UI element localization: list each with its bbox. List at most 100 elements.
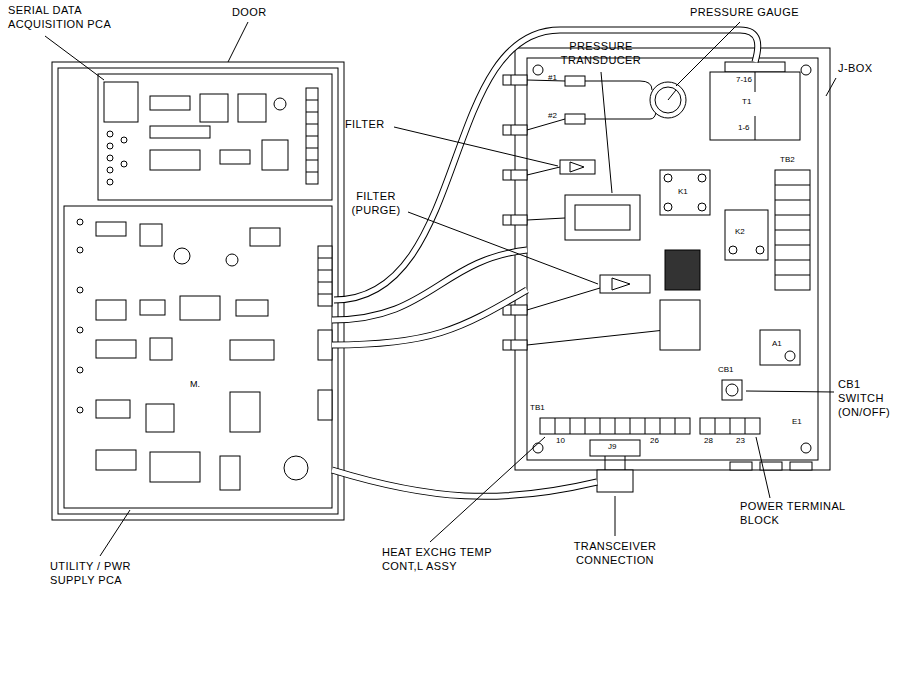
terminal-block: [540, 418, 760, 434]
callout-label: DOOR: [232, 6, 267, 20]
terminal-block: [660, 418, 661, 434]
cable: [334, 30, 758, 300]
terminal-block: [570, 418, 571, 434]
door-panel: [58, 68, 338, 514]
component-a1: [760, 330, 800, 365]
utility-power-pca: [180, 296, 220, 320]
utility-power-pca: [146, 404, 174, 432]
utility-power-pca: [236, 300, 268, 316]
serial-data-pca: [306, 112, 318, 113]
part-designator: #1: [548, 74, 557, 83]
terminal-block: [615, 418, 616, 434]
cable: [332, 30, 758, 496]
relay: [698, 174, 706, 182]
serial-data-pca: [107, 143, 113, 149]
junction-box: [515, 48, 830, 470]
serial-data-pca: [200, 94, 228, 122]
part-designator: K1: [678, 188, 688, 197]
utility-power-pca: [96, 300, 126, 320]
junction-box: [790, 462, 812, 470]
purge-filter: [612, 278, 630, 290]
serial-data-pca: [98, 74, 332, 200]
component-a1: [760, 330, 800, 365]
cable: [332, 470, 597, 496]
pressure-transducer: [565, 195, 640, 240]
tube-fitting: [503, 75, 527, 85]
tube-fitting: [503, 305, 527, 315]
purge-filter: [660, 300, 700, 350]
connector-j9: [605, 456, 606, 470]
utility-power-pca: [318, 270, 332, 271]
pressure-gauge: [668, 90, 676, 100]
utility-power-pca: [77, 367, 83, 373]
utility-power-pca: [77, 247, 83, 253]
purge-filter: [600, 250, 700, 350]
terminal-block: [715, 418, 716, 434]
terminal-block: [675, 418, 676, 434]
terminal-block: [730, 418, 731, 434]
callout-label: CB1 SWITCH (ON/OFF): [838, 378, 898, 419]
terminal-block: [555, 418, 556, 434]
relay: [664, 174, 672, 182]
junction-box: [801, 65, 811, 75]
utility-power-pca: [64, 206, 332, 508]
utility-power-pca: [77, 407, 83, 413]
part-designator: E1: [792, 418, 802, 427]
utility-power-pca: [318, 294, 332, 295]
tube-fitting: [565, 114, 585, 124]
serial-data-pca: [98, 74, 332, 200]
utility-power-pca: [226, 254, 238, 266]
junction-box: [533, 443, 543, 453]
callout-label: PRESSURE TRANSDUCER: [555, 40, 647, 68]
pressure-transducer: [575, 205, 630, 230]
serial-data-pca: [306, 160, 318, 161]
terminal-strip: [775, 170, 810, 290]
serial-data-pca: [306, 124, 318, 125]
transformer: [710, 72, 800, 140]
serial-data-pca: [107, 155, 113, 161]
tube-fitting: [503, 170, 527, 180]
utility-power-pca: [77, 219, 83, 225]
part-designator: K2: [735, 228, 745, 237]
tube-fitting: [511, 170, 512, 180]
serial-data-pca: [220, 150, 250, 164]
terminal-strip: [775, 230, 810, 231]
utility-power-pca: [64, 206, 332, 508]
serial-data-pca: [150, 126, 210, 138]
junction-box: [527, 58, 818, 460]
part-designator: J9: [608, 443, 616, 452]
junction-box: [730, 462, 752, 470]
terminal-strip: [775, 185, 810, 186]
cable: [332, 290, 527, 345]
pressure-gauge: [655, 87, 681, 113]
filter: [560, 160, 595, 174]
utility-power-pca: [140, 300, 165, 315]
serial-data-pca: [107, 167, 113, 173]
tube-fitting: [503, 75, 665, 350]
relay: [725, 210, 768, 260]
tube-fitting: [511, 75, 512, 85]
relay: [756, 246, 764, 254]
transformer: [755, 72, 756, 92]
utility-power-pca: [77, 287, 83, 293]
tube-fitting: [511, 305, 512, 315]
connector-j9: [597, 470, 633, 492]
serial-data-pca: [104, 82, 138, 122]
connector-j9: [590, 440, 640, 456]
pressure-gauge: [650, 82, 686, 118]
tube-fitting: [503, 340, 527, 350]
utility-power-pca: [150, 338, 172, 360]
pressure-gauge: [650, 82, 686, 118]
terminal-block: [630, 418, 631, 434]
filter: [560, 160, 595, 174]
relay: [698, 203, 706, 211]
terminal-block: [700, 418, 760, 434]
cable: [332, 290, 527, 345]
filter: [570, 162, 584, 172]
serial-data-pca: [150, 150, 200, 170]
circuit-breaker: [726, 384, 738, 396]
transformer: [710, 62, 800, 140]
utility-power-pca: [140, 224, 162, 246]
terminal-strip: [775, 245, 810, 246]
